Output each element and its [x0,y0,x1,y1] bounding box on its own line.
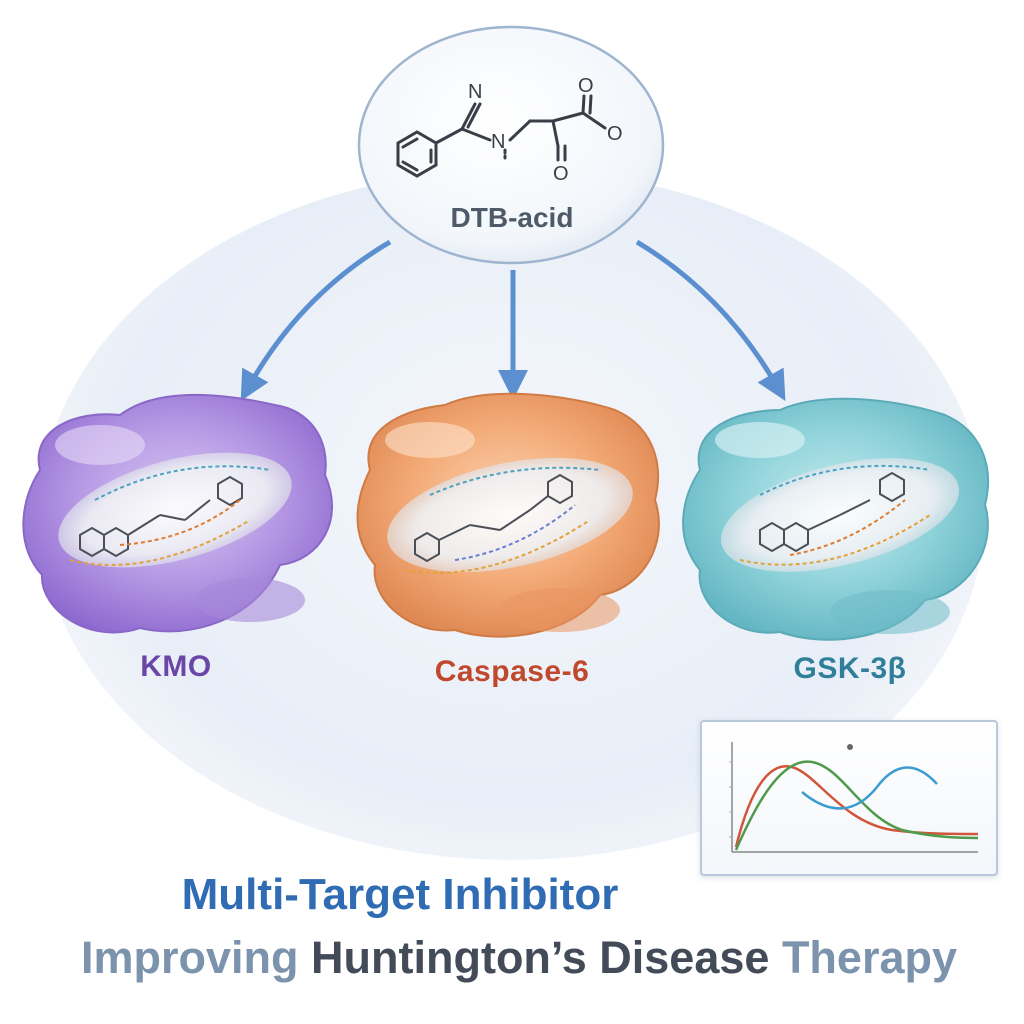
protein-caspase6 [356,392,660,638]
arrow-to-gsk [635,239,786,402]
arrows [240,239,786,402]
target-label-caspase6: Caspase-6 [434,655,590,688]
protein-gsk3b [682,397,990,641]
inset-marker [847,744,853,750]
kinetics-inset-plot [700,720,998,876]
arrow-to-kmo [240,239,392,402]
target-label-gsk3b: GSK-3β [793,652,907,685]
atom-n-top: N [468,81,482,103]
compound-bubble [357,25,665,265]
title-disease-name: Huntington’s Disease [311,932,770,983]
inset-curve-green [734,760,979,851]
title-word-therapy: Therapy [781,932,957,983]
title-line-1: Multi-Target Inhibitor [181,870,619,919]
title-line-2: Improving Huntington’s Disease Therapy [74,932,964,984]
title-word-improving: Improving [80,932,299,983]
atom-o-top: O [578,75,594,97]
inset-plot-svg [729,742,979,853]
compound-name: DTB-acid [450,202,574,233]
target-label-kmo: KMO [140,650,212,683]
inset-curve-blue [801,766,938,810]
chemical-structure [396,94,607,178]
atom-o-bottom: O [553,163,569,185]
inset-curve-red [734,765,979,848]
atom-o-right: O [607,123,623,145]
protein-kmo [22,394,334,634]
structure-atoms: N N O O O [468,75,623,185]
atom-n-mid: N [491,131,505,153]
